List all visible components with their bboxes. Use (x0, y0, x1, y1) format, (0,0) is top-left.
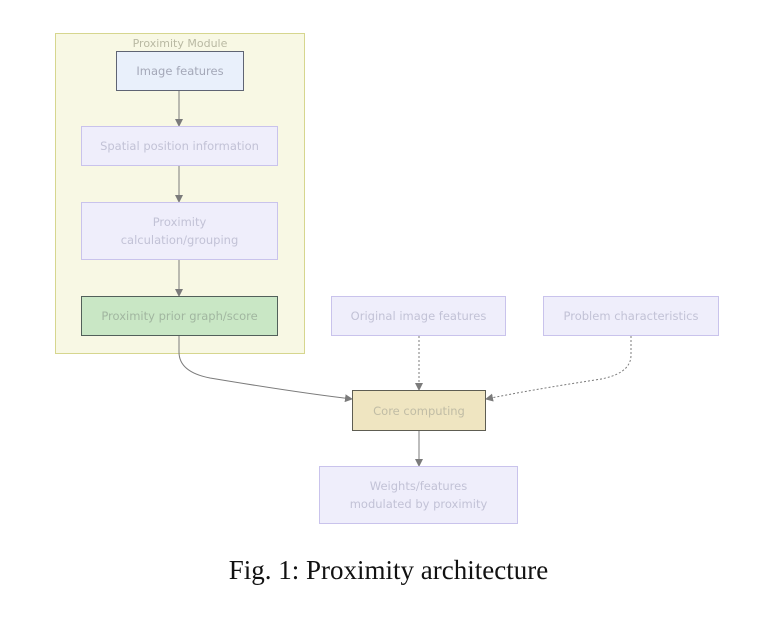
proximity-prior-label: Proximity prior graph/score (101, 309, 258, 323)
group-title: Proximity Module (132, 37, 228, 50)
core-computing-node: Core computing (352, 390, 486, 431)
figure-caption: Fig. 1: Proximity architecture (228, 555, 549, 585)
image-features-label: Image features (136, 64, 224, 78)
core-computing-label: Core computing (373, 403, 465, 418)
problem-characteristics-label: Problem characteristics (563, 309, 699, 323)
proximity-calculation-node: Proximity calculation/grouping (81, 202, 278, 260)
original-image-features-label: Original image features (350, 309, 487, 323)
original-image-features-node: Original image features (331, 296, 506, 336)
edge-problem-to-core (485, 336, 632, 402)
problem-characteristics-node: Problem characteristics (543, 296, 719, 336)
modulated-weights-node: Weights/features modulated by proximity (319, 466, 518, 524)
proximity-prior-node: Proximity prior graph/score (81, 296, 278, 336)
image-features-node: Image features (116, 51, 244, 91)
proximity-calc-label-line2: calculation/grouping (120, 233, 239, 247)
weights-label-line1: Weights/features (369, 479, 468, 493)
spatial-position-label: Spatial position information (100, 139, 259, 153)
proximity-calc-label-line1: Proximity (152, 215, 207, 229)
edge-prior-to-core (178, 336, 353, 403)
spatial-position-node: Spatial position information (81, 126, 278, 166)
weights-label-line2: modulated by proximity (349, 497, 488, 511)
